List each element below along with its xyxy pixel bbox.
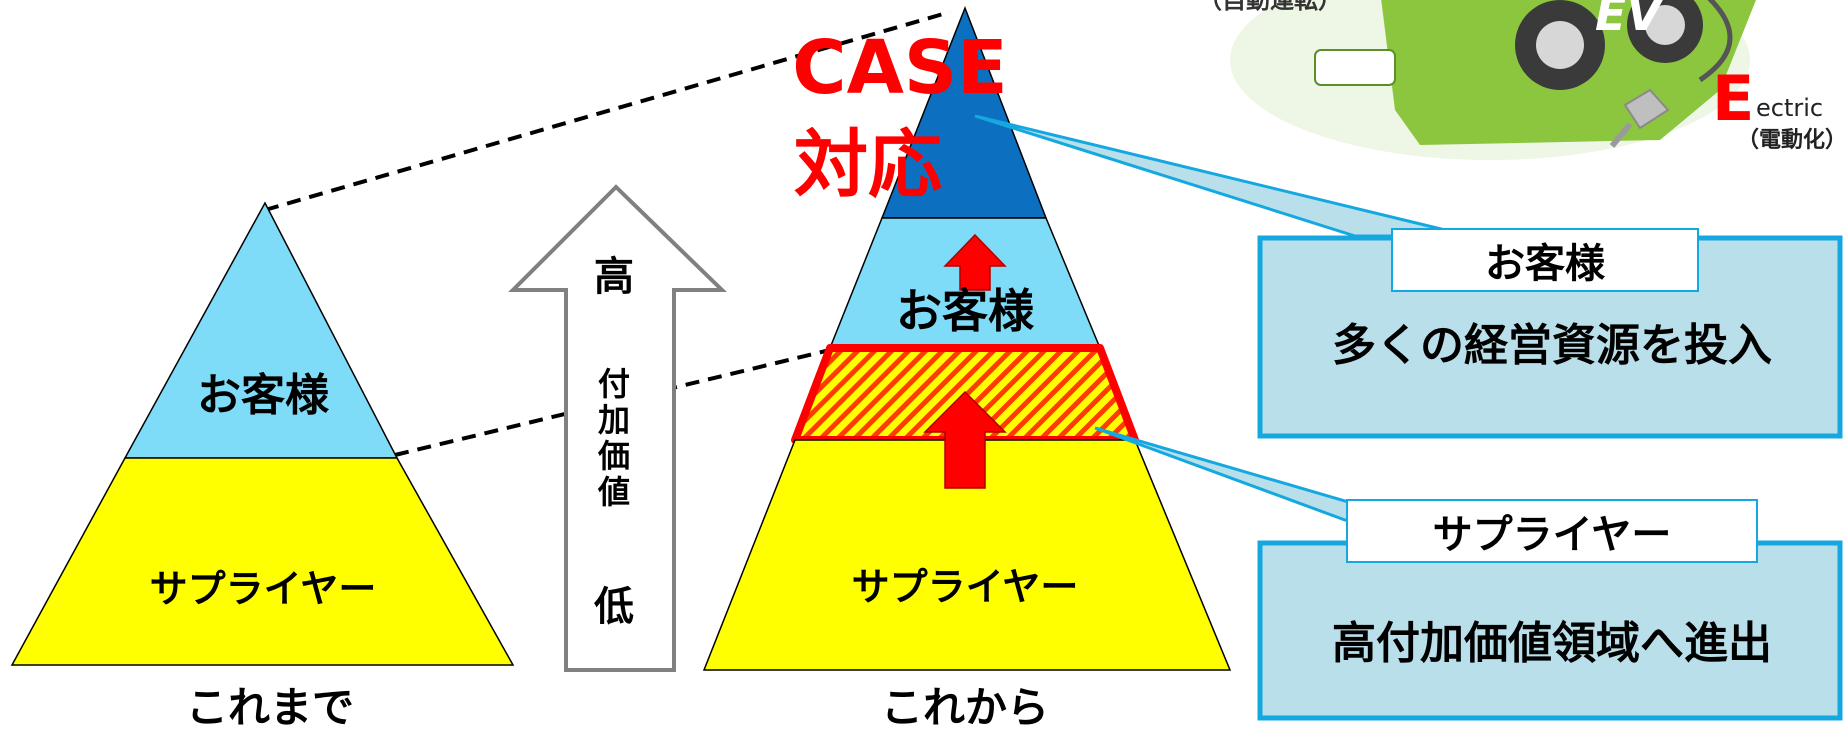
ev-badge: EV xyxy=(1595,0,1665,41)
callout-customer-body: 多くの経営資源を投入 xyxy=(1332,320,1772,371)
left-pyramid-supplier-label: サプライヤー xyxy=(150,567,377,611)
callout-customer-title-box xyxy=(1391,228,1699,292)
value-arrow-middle-char: 加 xyxy=(598,401,630,439)
electric-note: （電動化） xyxy=(1737,127,1847,153)
value-arrow-middle: 付加価値 xyxy=(597,365,630,511)
callout-supplier-box xyxy=(1257,540,1843,721)
callout-supplier-title-box xyxy=(1346,499,1758,563)
right-pyramid-supplier-tier xyxy=(702,439,1232,671)
ev-car-illustration: EV （自動運転） E ectric （電動化） xyxy=(1198,0,1847,160)
left-pyramid-customer-label: お客様 xyxy=(197,370,330,421)
left-pyramid-caption: これまで xyxy=(186,683,354,732)
value-arrow-low: 低 xyxy=(594,584,634,630)
case-label: CASE xyxy=(792,25,1007,111)
callout-customer-title: お客様 xyxy=(1485,241,1606,287)
right-pyramid: お客様 サプライヤー これから CASE 対応 xyxy=(702,5,1232,732)
right-pyramid-caption: これから xyxy=(881,683,1049,732)
dashed-connector-top xyxy=(264,10,951,212)
right-pyramid-supplier-label: サプライヤー xyxy=(852,565,1079,609)
value-arrow-middle-char: 値 xyxy=(597,473,630,511)
dashed-connector-bottom xyxy=(394,348,831,457)
electric-rest: ectric xyxy=(1756,94,1823,122)
value-arrow-shape xyxy=(508,184,727,672)
right-pyramid-customer-label: お客様 xyxy=(896,284,1035,338)
electric-letter: E xyxy=(1712,62,1754,135)
value-arrow: 高 付加価値 低 xyxy=(508,184,727,672)
right-pyramid-up-arrow-upper xyxy=(943,233,1007,291)
value-arrow-middle-char: 価 xyxy=(597,437,630,475)
left-pyramid: お客様 サプライヤー これまで xyxy=(10,201,515,732)
case-response-label: 対応 xyxy=(794,122,942,208)
value-arrow-high: 高 xyxy=(594,254,634,300)
value-arrow-middle-char: 付 xyxy=(598,365,630,403)
callout-supplier-body: 高付加価値領域へ進出 xyxy=(1332,618,1772,669)
callout-supplier-title: サプライヤー xyxy=(1433,512,1672,558)
left-pyramid-bottom xyxy=(10,457,515,666)
callout-customer: お客様 多くの経営資源を投入 xyxy=(974,114,1843,439)
autonomous-note: （自動運転） xyxy=(1198,0,1342,14)
callout-supplier: サプライヤー 高付加価値領域へ進出 xyxy=(1094,426,1843,721)
right-pyramid-up-arrow-lower xyxy=(923,390,1007,489)
